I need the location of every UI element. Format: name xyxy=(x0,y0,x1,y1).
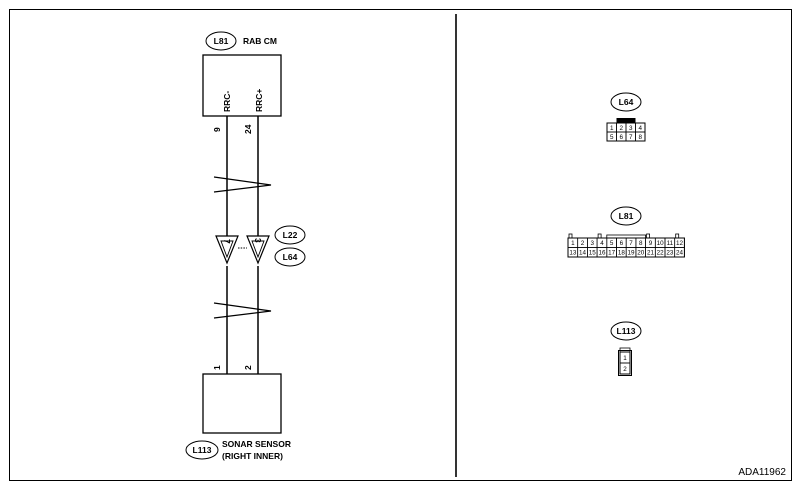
terminal-signal-label: RRC- xyxy=(222,91,232,112)
connector-cavity-number: 19 xyxy=(628,250,636,257)
connector-guide-peg xyxy=(597,233,602,239)
connector-guide-peg xyxy=(675,233,680,239)
connector-view-tag-text: L64 xyxy=(619,97,634,107)
connector-cavity-number: 4 xyxy=(600,240,604,247)
sensor-pin-number: 2 xyxy=(243,365,253,370)
connector-cavity-number: 7 xyxy=(629,240,633,247)
connector-cavity-number: 11 xyxy=(667,240,674,247)
connector-view-tag xyxy=(610,206,642,226)
inline-connector-symbol xyxy=(215,235,270,265)
connector-tag-text: L113 xyxy=(193,445,212,455)
connector-cavity-number: 9 xyxy=(649,240,653,247)
connector-guide-peg xyxy=(646,233,650,239)
twisted-pair-symbol xyxy=(213,302,272,319)
connector-cavity-number: 3 xyxy=(590,240,594,247)
sensor-name-line1: SONAR SENSOR xyxy=(222,439,291,449)
connector-cavity xyxy=(619,362,631,375)
connector-tag-text: L81 xyxy=(214,36,229,46)
connector-cavity-number: 1 xyxy=(623,355,627,362)
connector-cavity-number: 2 xyxy=(581,240,585,247)
sonar-sensor-box xyxy=(202,373,282,434)
sensor-pin-number: 1 xyxy=(212,365,222,370)
connector-tag-L64 xyxy=(274,247,306,267)
connector-cavity-number: 8 xyxy=(639,240,643,247)
twisted-pair-symbol xyxy=(213,176,272,193)
connector-cavity xyxy=(635,131,646,142)
connector-cavity-number: 17 xyxy=(608,250,616,257)
connector-view-tag xyxy=(610,321,642,341)
connector-tag-L81 xyxy=(205,31,237,51)
connector-cavity-number: 13 xyxy=(569,250,577,257)
connector-cavity-number: 2 xyxy=(619,125,623,132)
connector-cavity-number: 22 xyxy=(657,250,665,257)
connector-view-tag xyxy=(610,92,642,112)
connector-cavity-number: 23 xyxy=(666,250,674,257)
terminal-pin-number: 9 xyxy=(212,127,222,132)
terminal-pin-number: 24 xyxy=(243,124,253,134)
connector-cavity-number: 20 xyxy=(637,250,645,257)
connector-guide-peg xyxy=(568,233,573,239)
connector-housing xyxy=(618,350,632,376)
connector-cavity-number: 12 xyxy=(676,240,684,247)
connector-cavity-number: 1 xyxy=(571,240,575,247)
connector-cavity-number: 10 xyxy=(657,240,665,247)
connector-cavity-number: 8 xyxy=(638,134,642,141)
connector-tag-text: L64 xyxy=(283,252,298,262)
connector-cavity-number: 18 xyxy=(618,250,626,257)
connector-cavity-number: 24 xyxy=(676,250,684,257)
connector-view-L113: L113 1 2 xyxy=(610,321,642,376)
connector-view-tag-text: L81 xyxy=(619,211,634,221)
connector-cavity xyxy=(674,247,685,258)
connector-cavity-number: 1 xyxy=(610,125,614,132)
connector-tag-L22 xyxy=(274,225,306,245)
figure-id: ADA11962 xyxy=(738,467,786,478)
connector-latch xyxy=(616,118,636,123)
connector-cavity-number: 3 xyxy=(629,125,633,132)
connector-cavity-number: 4 xyxy=(638,125,642,132)
sensor-name-line2: (RIGHT INNER) xyxy=(222,451,283,461)
connector-cavity-number: 15 xyxy=(589,250,597,257)
connector-view-tag-text: L113 xyxy=(617,326,636,336)
connector-cavity-number: 7 xyxy=(629,134,633,141)
connector-cavity-number: 14 xyxy=(579,250,587,257)
terminal-signal-label: RRC+ xyxy=(254,89,264,112)
diagram-frame xyxy=(9,9,792,481)
connector-cavity-number: 5 xyxy=(610,134,614,141)
rab-cm-module-box xyxy=(202,54,282,117)
connector-tag-L113 xyxy=(185,440,219,460)
connector-cavity-number: 6 xyxy=(619,134,623,141)
inline-pin-number: 7 xyxy=(222,239,232,244)
module-name: RAB CM xyxy=(243,36,277,46)
connector-tag-text: L22 xyxy=(283,230,298,240)
connector-cavity-number: 5 xyxy=(610,240,614,247)
connector-cavity-number: 2 xyxy=(623,366,627,373)
connector-cavity-number: 16 xyxy=(598,250,606,257)
connector-cavity-number: 6 xyxy=(620,240,624,247)
inline-pin-number: 3 xyxy=(253,238,263,243)
connector-cavity-number: 21 xyxy=(647,250,655,257)
